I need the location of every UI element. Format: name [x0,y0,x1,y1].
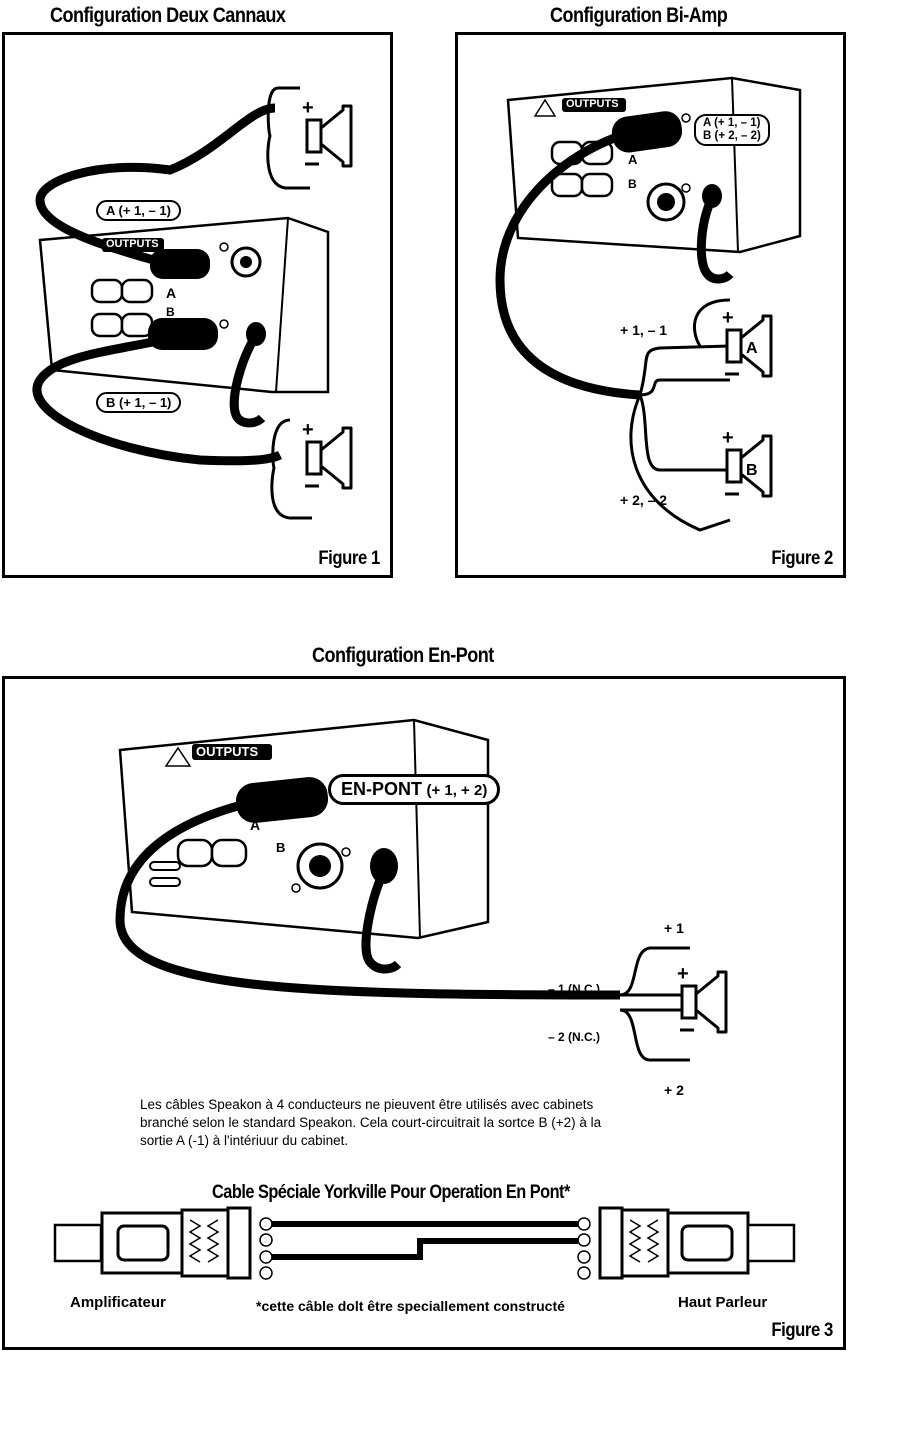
svg-text:A: A [250,817,260,833]
fig3-title: Configuration En-Pont [312,644,494,667]
fig3-speaker [675,961,728,1034]
fig2-pair2-label: + 2, – 2 [620,492,668,508]
fig2-cable-a-label: A (+ 1, – 1) [703,117,761,129]
fig1-speaker-a [300,95,353,168]
fig3-label: Figure 3 [771,1320,833,1341]
fig1-outputs-label: OUTPUTS [106,238,159,250]
fig1-title: Configuration Deux Cannaux [50,4,286,27]
svg-text:B: B [628,177,637,191]
fig1-amplifier: A B [38,216,330,394]
fig2-frame [455,32,846,578]
fig2-label: Figure 2 [771,548,833,569]
svg-text:B: B [166,305,175,319]
fig2-pair1-label: + 1, – 1 [620,322,668,338]
svg-text:A: A [166,285,176,301]
special-cable [53,1206,796,1280]
fig3-pin-plus1: + 1 [664,920,684,936]
fig2-outputs-label: OUTPUTS [566,98,619,110]
fig3-pin-minus1: – 1 (N.C.) [548,982,601,996]
speaker-label: Haut Parleur [678,1294,768,1311]
cable-title: Cable Spéciale Yorkville Pour Operation … [212,1182,570,1203]
fig3-bridge-label: EN-PONT (+ 1, + 2) [328,774,501,805]
fig2-cable-label: A (+ 1, – 1) B (+ 2, – 2) [694,114,770,146]
fig2-amplifier: A B [506,76,802,254]
fig1-frame [2,32,393,578]
fig2-speaker-b-label: B [746,462,758,479]
fig1-cable-b-label: B (+ 1, – 1) [96,392,182,413]
fig3-bridge-bold: EN-PONT [341,779,422,799]
fig1-cable-a-label: A (+ 1, – 1) [96,200,181,221]
fig3-bridge-pins: (+ 1, + 2) [426,782,488,799]
fig2-speaker-a-label: A [746,340,758,357]
svg-text:B: B [276,840,285,855]
fig3-outputs-label: OUTPUTS [196,744,259,759]
fig3-frame [2,676,846,1350]
footnote: *cette câble dolt être speciallement con… [256,1298,565,1314]
amp-label: Amplificateur [70,1294,166,1311]
fig1-speaker-b [300,417,353,490]
fig2-cable-b-label: B (+ 2, – 2) [703,130,761,142]
fig3-note: Les câbles Speakon à 4 conducteurs ne pi… [140,1097,602,1148]
fig1-label: Figure 1 [318,548,380,569]
fig3-pin-plus2: + 2 [664,1082,684,1098]
fig3-pin-minus2: – 2 (N.C.) [548,1030,601,1044]
svg-text:A: A [628,152,638,167]
fig2-title: Configuration Bi-Amp [550,4,728,27]
